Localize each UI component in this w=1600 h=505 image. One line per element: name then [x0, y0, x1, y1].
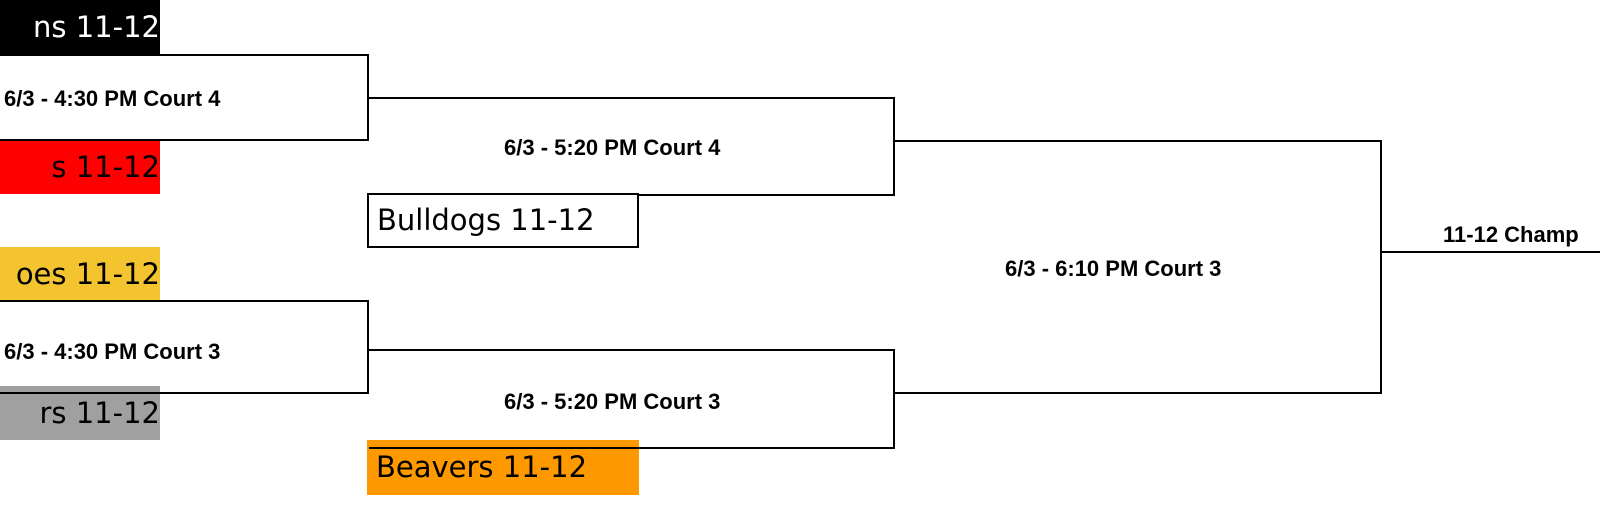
connector-line — [369, 447, 895, 449]
game-label-r1-game1: 6/3 - 4:30 PM Court 4 — [4, 86, 221, 111]
team-name: Beavers 11-12 — [376, 450, 588, 484]
team-slot-bye-lower: Beavers 11-12 — [367, 440, 639, 495]
game-label-semifinal: 6/3 - 6:10 PM Court 3 — [1005, 256, 1222, 281]
team-slot-bye-upper: Bulldogs 11-12 — [367, 193, 639, 248]
team-name: Bulldogs 11-12 — [377, 203, 595, 237]
connector-line — [893, 97, 895, 196]
connector-line — [893, 140, 1382, 142]
team-name: s 11-12 — [51, 149, 160, 184]
connector-line — [1380, 251, 1600, 253]
connector-line — [639, 194, 895, 196]
championship-label: 11-12 Champ — [1443, 222, 1579, 247]
connector-line — [0, 392, 369, 394]
game-label-r2-game2: 6/3 - 5:20 PM Court 3 — [504, 389, 721, 414]
connector-line — [367, 300, 369, 394]
connector-line — [0, 300, 369, 302]
game-label-r1-game2: 6/3 - 4:30 PM Court 3 — [4, 339, 221, 364]
team-name: oes 11-12 — [15, 256, 160, 291]
team-slot-r1-game2-bottom: rs 11-12 — [0, 386, 160, 440]
connector-line — [893, 392, 1382, 394]
team-slot-r1-game2-top: oes 11-12 — [0, 247, 160, 301]
team-slot-r1-game1-bottom: s 11-12 — [0, 140, 160, 194]
connector-line — [367, 349, 895, 351]
connector-line — [367, 97, 895, 99]
connector-line — [0, 139, 369, 141]
connector-line — [1380, 140, 1382, 394]
team-slot-r1-game1-top: ns 11-12 — [0, 0, 160, 55]
team-name: rs 11-12 — [39, 395, 160, 430]
connector-line — [893, 349, 895, 449]
team-name: ns 11-12 — [33, 10, 160, 44]
game-label-r2-game1: 6/3 - 5:20 PM Court 4 — [504, 135, 721, 160]
connector-line — [0, 54, 369, 56]
